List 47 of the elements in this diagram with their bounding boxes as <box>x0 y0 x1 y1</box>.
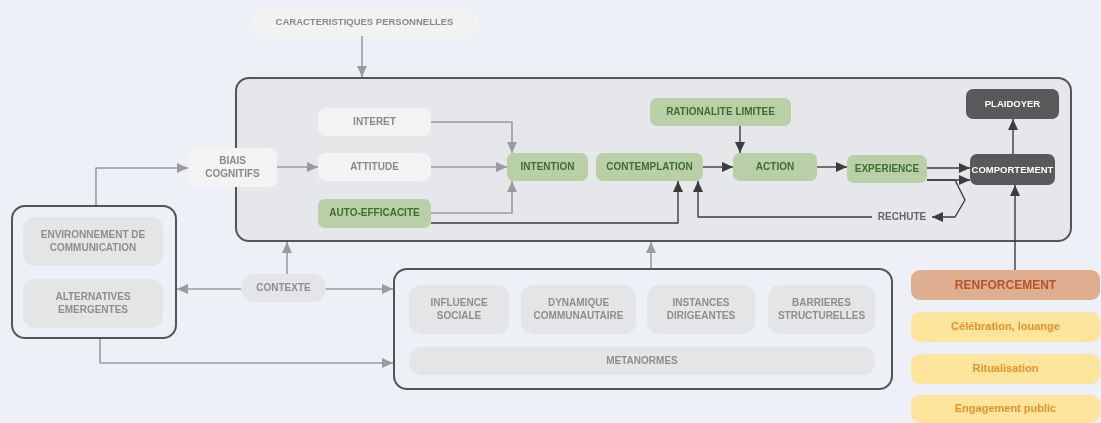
arrow <box>430 162 508 172</box>
factor-box: BIAIS COGNITIFS <box>188 148 277 187</box>
group-frame <box>11 205 177 339</box>
text-label: RECHUTE <box>872 209 932 225</box>
arrow <box>646 241 656 269</box>
factor-box: BARRIERES STRUCTURELLES <box>768 285 875 334</box>
arrow <box>926 163 971 173</box>
stage-box: INTENTION <box>507 153 588 181</box>
arrow <box>1008 118 1018 155</box>
factor-box: ENVIRONNEMENT DE COMMUNICATION <box>23 217 163 266</box>
arrow <box>926 179 966 222</box>
arrow <box>702 162 734 172</box>
stage-box: EXPERIENCE <box>847 155 927 183</box>
item-box: Ritualisation <box>911 354 1100 384</box>
factor-box: INFLUENCE SOCIALE <box>409 285 509 334</box>
arrow <box>816 162 848 172</box>
arrow <box>282 241 292 275</box>
factor-box: DYNAMIQUE COMMUNAUTAIRE <box>521 285 636 334</box>
arrow <box>325 284 394 294</box>
arrow <box>99 338 394 368</box>
item-box: Célébration, louange <box>911 312 1100 342</box>
factor-box: CARACTERISTIQUES PERSONNELLES <box>252 7 477 36</box>
arrow <box>176 284 242 294</box>
arrow <box>735 125 745 154</box>
factor-box: CONTEXTE <box>241 274 326 302</box>
arrow <box>430 121 517 154</box>
stage-box: ACTION <box>733 153 817 181</box>
arrow <box>357 35 367 78</box>
item-box: Engagement public <box>911 395 1100 423</box>
factor-box: INTERET <box>318 108 431 136</box>
stage-box: RATIONALITE LIMITEE <box>650 98 791 126</box>
factor-box: METANORMES <box>409 347 875 375</box>
arrow <box>430 180 517 214</box>
stage-box: AUTO-EFFICACITE <box>318 199 431 228</box>
arrow <box>95 163 189 206</box>
arrow <box>693 180 873 218</box>
arrow <box>430 180 683 224</box>
outcome-box: PLAIDOYER <box>966 89 1059 119</box>
factor-box: ATTITUDE <box>318 153 431 181</box>
header-box: RENFORCEMENT <box>911 270 1100 300</box>
arrow <box>1010 184 1020 271</box>
stage-box: CONTEMPLATION <box>596 153 703 181</box>
factor-box: ALTERNATIVES EMERGENTES <box>23 279 163 328</box>
arrow <box>276 162 319 172</box>
group-frame <box>393 268 893 390</box>
outcome-box: COMPORTEMENT <box>970 154 1055 185</box>
factor-box: INSTANCES DIRIGEANTES <box>647 285 755 334</box>
